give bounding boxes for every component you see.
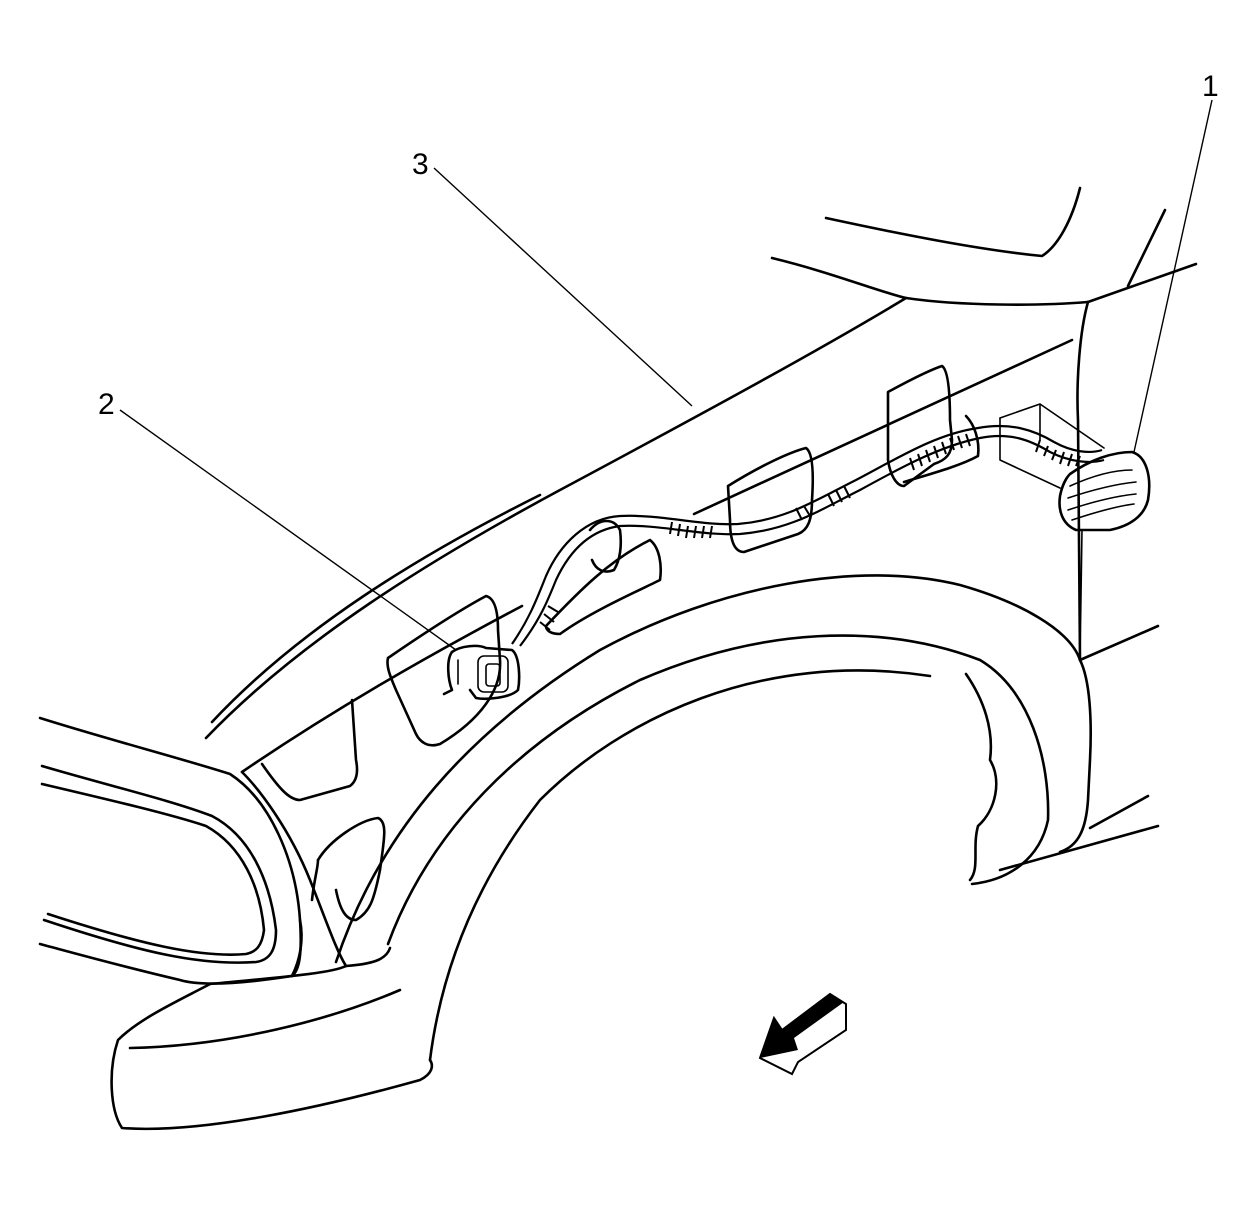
callout-label-2: 2 [98,388,115,421]
wiring-harness [511,424,1105,647]
leader-lines [119,99,1213,651]
callout-label-1: 1 [1202,70,1219,103]
harness-connector [442,644,521,701]
door-edge [998,300,1160,872]
fender-openings [260,364,980,922]
hood-edge [204,296,908,740]
callout-label-3: 3 [412,148,429,181]
lamp-bracket [999,403,1105,661]
wheel-arch [334,574,1082,1062]
front-direction-arrow-icon [758,992,847,1076]
fender-crease [240,262,1198,774]
side-marker-lamp [1058,450,1151,532]
headlamp [38,716,303,985]
windshield-lines [770,186,1167,306]
